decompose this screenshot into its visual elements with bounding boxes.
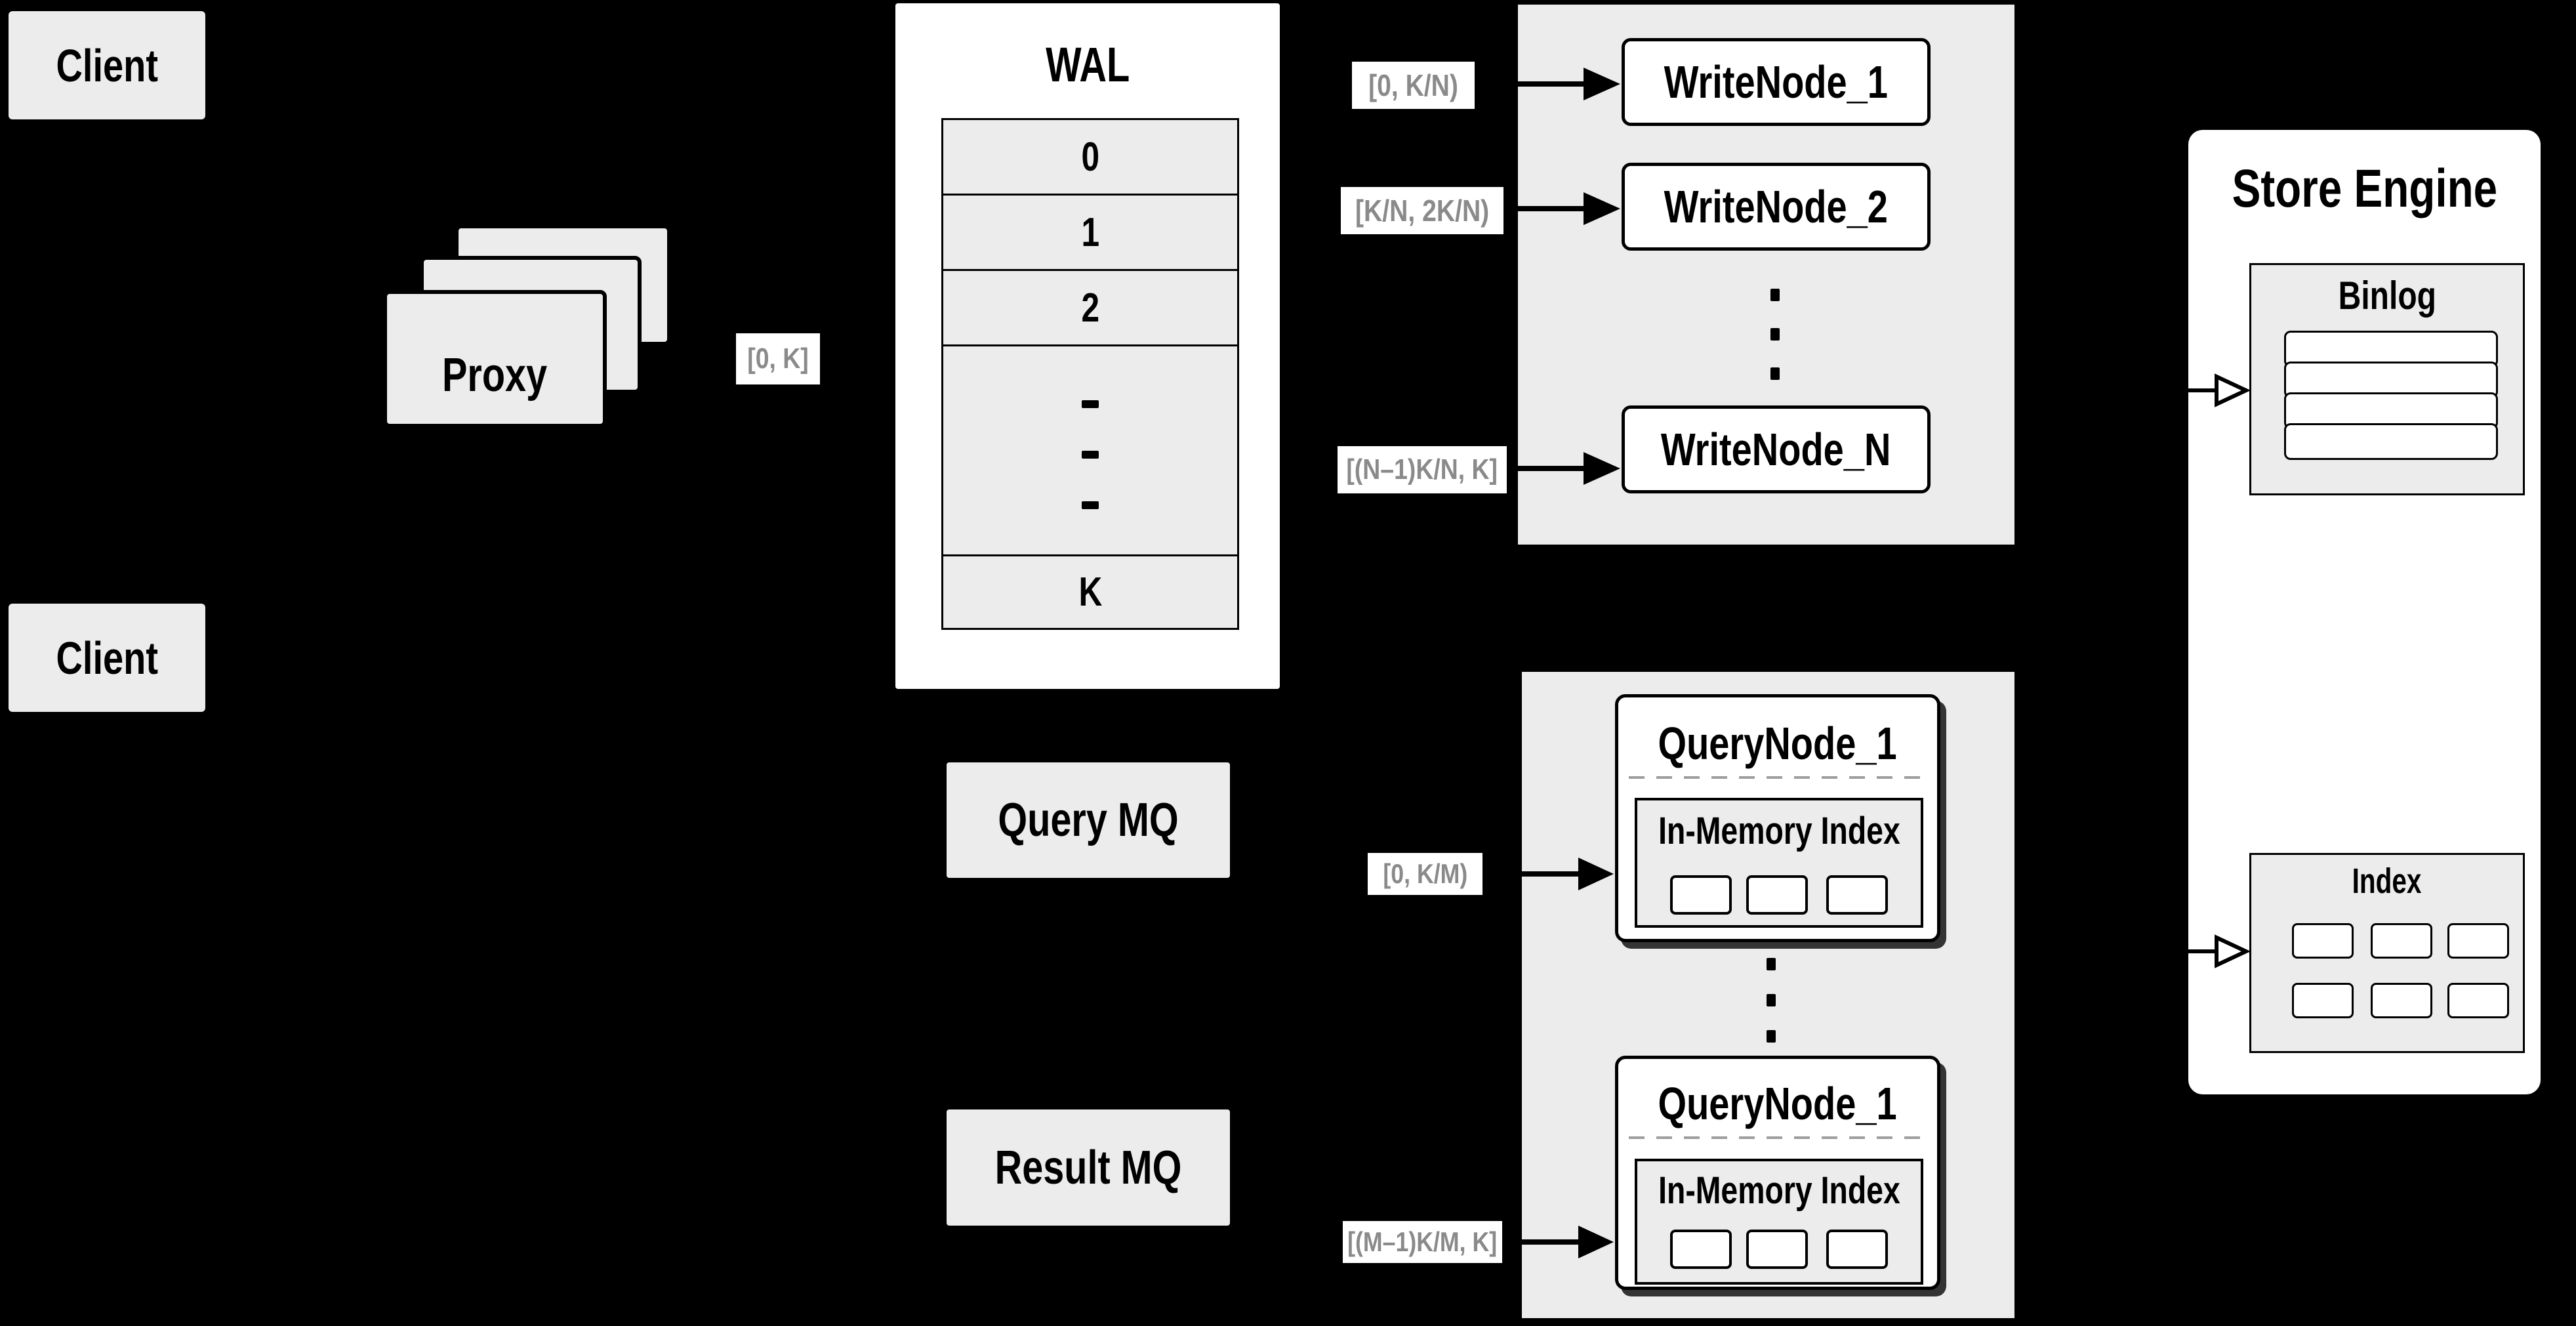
proxy-label: Proxy xyxy=(442,349,548,402)
wal-row: K xyxy=(1078,570,1102,615)
range-label-write-n: [(N–1)K/N, K] xyxy=(1338,446,1507,493)
client-label: Client xyxy=(56,632,158,684)
index-cell xyxy=(2371,983,2432,1018)
ellipsis-dot xyxy=(1082,400,1099,408)
query-mq-box: Query MQ xyxy=(947,762,1230,878)
ellipsis-dot xyxy=(1767,958,1776,970)
range-label-query-1: [0, K/M) xyxy=(1368,853,1482,895)
memory-segment xyxy=(1826,1230,1888,1269)
range-label-write-1: [0, K/N) xyxy=(1352,62,1475,109)
range-label-proxy-wal: [0, K] xyxy=(736,333,820,384)
index-box: Index xyxy=(2249,853,2525,1053)
index-title: Index xyxy=(2352,861,2422,901)
in-memory-index-box: In-Memory Index xyxy=(1635,798,1923,928)
query-node-title: QueryNode_1 xyxy=(1658,718,1898,769)
index-cell xyxy=(2292,983,2354,1018)
store-engine-title: Store Engine xyxy=(2232,159,2497,218)
range-label-write-2: [K/N, 2K/N) xyxy=(1341,187,1503,234)
memory-segment xyxy=(1826,875,1888,915)
binlog-box: Binlog xyxy=(2249,263,2525,495)
client-label: Client xyxy=(56,39,158,91)
memory-segment xyxy=(1746,1230,1808,1269)
node-separator xyxy=(1629,776,1927,779)
client-box-bottom: Client xyxy=(9,604,205,712)
client-box-top: Client xyxy=(9,11,205,119)
query-node-bottom: QueryNode_1 In-Memory Index xyxy=(1615,1056,1940,1290)
in-memory-index-title: In-Memory Index xyxy=(1658,1169,1900,1212)
proxy-box-front: Proxy xyxy=(383,290,607,428)
wal-title: WAL xyxy=(1045,37,1130,92)
write-node-n: WriteNode_N xyxy=(1622,405,1931,493)
query-node-title: QueryNode_1 xyxy=(1658,1078,1898,1129)
index-cell xyxy=(2447,923,2509,959)
write-node-2: WriteNode_2 xyxy=(1622,163,1931,251)
memory-segment xyxy=(1746,875,1808,915)
wal-row: 0 xyxy=(943,120,1237,196)
wal-row: 1 xyxy=(943,196,1237,271)
in-memory-index-box: In-Memory Index xyxy=(1635,1159,1923,1285)
memory-segment xyxy=(1670,875,1732,915)
ellipsis-dot xyxy=(1082,501,1099,509)
ellipsis-dot xyxy=(1082,451,1099,459)
wal-table: 0 1 2 K xyxy=(941,118,1239,630)
binlog-row xyxy=(2284,423,2498,460)
ellipsis-dot xyxy=(1767,994,1776,1006)
write-node-1: WriteNode_1 xyxy=(1622,38,1931,126)
ellipsis-dot xyxy=(1770,289,1780,301)
index-cell xyxy=(2371,923,2432,959)
wal-row-ellipsis xyxy=(943,346,1237,556)
ellipsis-dot xyxy=(1767,1030,1776,1043)
binlog-title: Binlog xyxy=(2338,273,2436,318)
node-separator xyxy=(1629,1136,1927,1139)
index-cell xyxy=(2447,983,2509,1018)
range-label-query-m: [(M–1)K/M, K] xyxy=(1343,1221,1502,1263)
query-node-top: QueryNode_1 In-Memory Index xyxy=(1615,694,1940,942)
result-mq-box: Result MQ xyxy=(947,1109,1230,1226)
ellipsis-dot xyxy=(1770,367,1780,380)
in-memory-index-title: In-Memory Index xyxy=(1658,809,1900,852)
index-cell xyxy=(2292,923,2354,959)
wal-row: 2 xyxy=(943,271,1237,346)
memory-segment xyxy=(1670,1230,1732,1269)
ellipsis-dot xyxy=(1770,328,1780,341)
